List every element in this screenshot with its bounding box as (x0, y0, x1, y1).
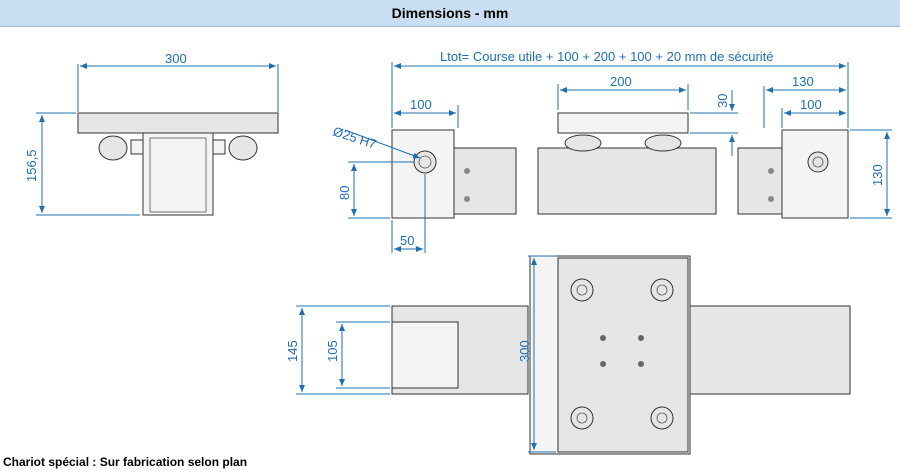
top-view (391, 255, 851, 455)
side-view-dimensions: 300 156,5 (24, 51, 279, 216)
rail-height-outer-label: 145 (285, 340, 300, 362)
side-view (77, 112, 279, 216)
top-view-dimensions: 145 105 300 (285, 255, 556, 453)
technical-drawing: 300 156,5 Ltot= Course utile + 100 + 200… (24, 49, 892, 455)
plate-width-label: 300 (517, 340, 532, 362)
right-inner-label: 100 (800, 97, 822, 112)
carriage-plate-holes (570, 278, 674, 430)
front-view (391, 112, 849, 219)
shaft-offset-label: 50 (400, 233, 414, 248)
carriage-height-label: 30 (715, 94, 730, 108)
carriage-length-label: 200 (610, 74, 632, 89)
side-width-label: 300 (165, 51, 187, 66)
right-outer-label: 130 (792, 74, 814, 89)
footer-note: Chariot spécial : Sur fabrication selon … (3, 455, 248, 469)
header-title: Dimensions - mm (391, 5, 509, 21)
page-header: Dimensions - mm (0, 0, 900, 27)
rail-height-inner-label: 105 (325, 340, 340, 362)
ltot-formula-label: Ltot= Course utile + 100 + 200 + 100 + 2… (440, 49, 774, 64)
end-height-label: 130 (870, 164, 885, 186)
shaft-height-label: 80 (337, 186, 352, 200)
bore-label: Ø25 H7 (331, 124, 378, 152)
left-block-label: 100 (410, 97, 432, 112)
side-height-label: 156,5 (24, 149, 39, 182)
